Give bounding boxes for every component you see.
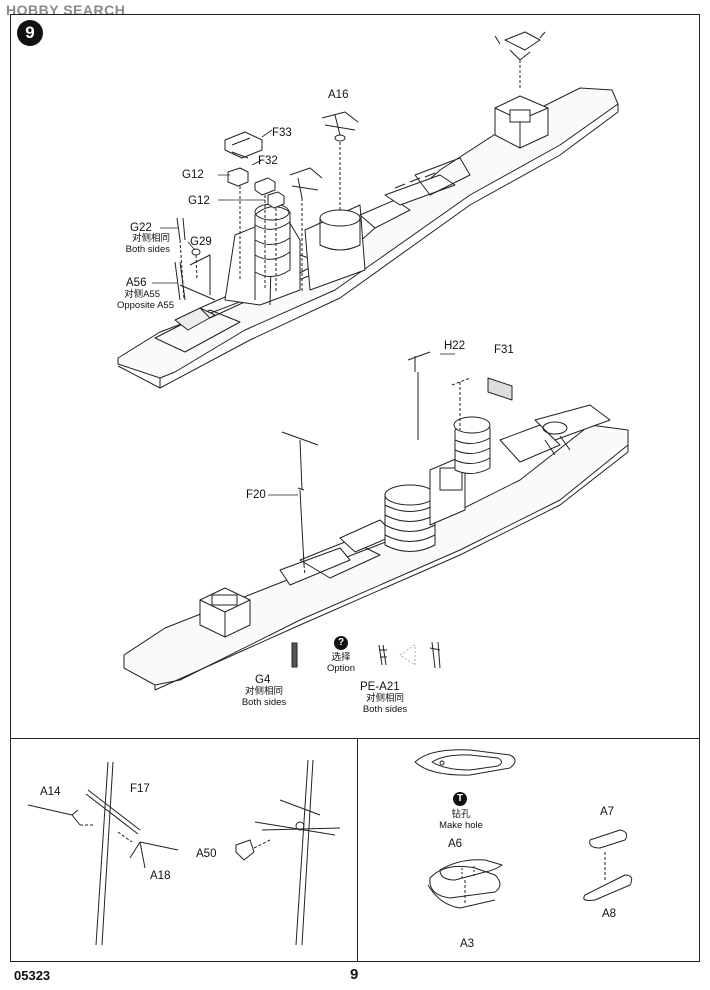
mast-assembly-drawing <box>27 759 341 946</box>
option-label-en: Option <box>327 663 355 674</box>
option-label-cn: 选择 <box>331 652 351 663</box>
part-label-a7: A7 <box>600 806 615 818</box>
part-label-g12-upper: G12 <box>182 169 204 181</box>
drill-icon: T <box>453 792 467 806</box>
note-g4-en: Both sides <box>241 697 287 708</box>
option-icon: ? <box>334 636 348 650</box>
page-frame <box>10 14 700 962</box>
part-label-f20: F20 <box>246 489 266 501</box>
product-code: 05323 <box>14 968 51 983</box>
part-label-a50: A50 <box>196 848 217 860</box>
part-label-a56: A56 <box>126 277 147 289</box>
part-label-g22: G22 <box>130 222 152 234</box>
note-g4-cn: 对侧相同 <box>244 686 283 697</box>
note-pe-en: Both sides <box>362 704 408 715</box>
lower-parts-drawing <box>268 351 513 669</box>
part-label-a16: A16 <box>328 89 349 101</box>
drill-label-en: Make hole <box>439 820 483 831</box>
drill-label-cn: 钻孔 <box>451 809 471 820</box>
part-label-h22: H22 <box>444 340 466 352</box>
part-label-a18: A18 <box>150 870 171 882</box>
note-g22-cn: 对侧相同 <box>131 233 170 244</box>
part-label-a14: A14 <box>40 786 61 798</box>
part-label-a6: A6 <box>448 838 463 850</box>
note-pe-cn: 对侧相同 <box>365 693 404 704</box>
panel-divider <box>357 738 358 962</box>
part-label-pe-a21: PE-A21 <box>360 681 400 693</box>
note-a56-cn: 对侧A55 <box>124 289 160 300</box>
part-label-f33: F33 <box>272 127 292 139</box>
part-label-f32: F32 <box>258 155 278 167</box>
note-a56-en: Opposite A55 <box>116 300 174 311</box>
part-label-f17: F17 <box>130 783 150 795</box>
part-label-g4: G4 <box>255 674 271 686</box>
upper-parts-drawing <box>152 31 546 301</box>
section-divider <box>10 738 700 739</box>
part-label-g12-lower: G12 <box>188 195 210 207</box>
part-label-a3: A3 <box>460 938 475 950</box>
part-label-g29: G29 <box>190 236 212 248</box>
part-label-f31: F31 <box>494 344 514 356</box>
step-number-badge: 9 <box>17 20 43 46</box>
upper-hull-drawing <box>117 87 619 389</box>
boat-assembly-drawing <box>414 749 633 909</box>
note-g22-en: Both sides <box>125 244 170 255</box>
page-number: 9 <box>350 966 359 983</box>
part-label-a8: A8 <box>602 908 617 920</box>
lower-hull-drawing <box>123 404 629 691</box>
